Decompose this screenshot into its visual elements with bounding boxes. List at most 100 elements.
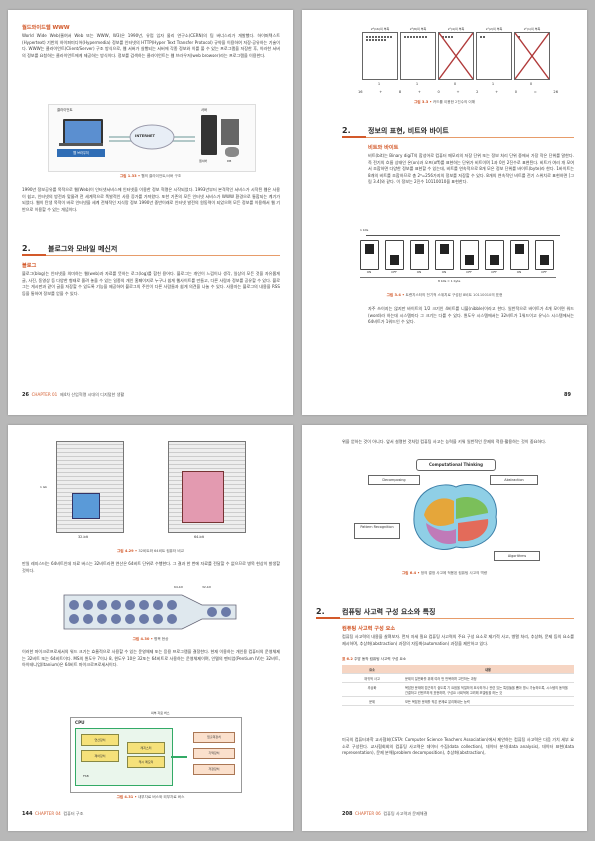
- register-64-box: [182, 471, 224, 523]
- db-label: DB: [227, 159, 232, 163]
- csta-paragraph: 미국의 컴퓨터과학 교사협회(CSTA: Computer Science Te…: [342, 737, 574, 756]
- switch-label: OFF: [391, 270, 397, 274]
- label-32bit: 32-bit: [78, 535, 88, 539]
- table-header-row: 요소 내용: [342, 665, 574, 674]
- byte-switch-figure: 1 bits ON OFF ON ON OFF OFF ON OFF 8 bit…: [358, 228, 568, 288]
- section-title: 컴퓨팅 사고력 구성 요소와 특징: [342, 608, 436, 616]
- section-title: 정보의 표현, 비트와 바이트: [368, 127, 449, 135]
- binary-card-4: 2²(4)의 부족: [438, 27, 474, 80]
- page-144: 1 Gb 32-bit 64-bit 그림 4.29 • 32비트와 64비트 …: [8, 425, 293, 831]
- table-header-cell: 요소: [342, 665, 402, 674]
- www-paragraph: World Wide Web(줄여서 Web 또는 WWW, W3)은 1990…: [22, 33, 280, 58]
- ct-title-box: Computational Thinking: [416, 459, 496, 471]
- switch-label: OFF: [466, 270, 472, 274]
- bit-byte-paragraph: 비트(bit)는 Binary digiT의 합성어로 컴퓨터 메모리의 저장 …: [368, 153, 574, 185]
- switch-label: ON: [416, 270, 422, 274]
- switch-label: ON: [441, 270, 447, 274]
- bit-value: 0: [529, 82, 533, 86]
- figure-caption-3-4: 그림 3.4 • 트랜지스터의 전기적 스위치로 구성된 8비트 1011001…: [386, 293, 503, 297]
- bit-width-figure: 1 Gb 32-bit 64-bit: [40, 441, 256, 545]
- byte-bracket: [360, 277, 556, 278]
- page-26: 월드와이드웹 WWW World Wide Web(줄여서 Web 또는 WWW…: [8, 10, 293, 415]
- switch-on-icon: [410, 240, 429, 270]
- section-rule-accent: [22, 254, 46, 256]
- ct-components-paragraph: 컴퓨팅 사고력의 내용을 살펴보자. 먼저 자세 필요 컴퓨팅 사고력의 주요 …: [342, 634, 574, 646]
- cpu-label: CPU: [75, 720, 85, 725]
- section-number: 2.: [22, 244, 31, 253]
- section-number: 2.: [342, 126, 351, 135]
- bottleneck-paragraph: 만일 레지스터는 64비트인데 자료 버스는 32비트라면 연산은 64비트 단…: [22, 561, 280, 573]
- table-cell: 추상화: [342, 682, 402, 697]
- switch-on-icon: [360, 240, 379, 270]
- bit-value: 1: [415, 82, 419, 86]
- word-size-paragraph: 이러한 마이크로프로세서의 워드 크기는 효율적으로 사용할 수 있는 운영체제…: [22, 649, 280, 668]
- alu-box: 연산장치: [81, 734, 119, 746]
- subheading-blog: 블로그: [22, 263, 37, 269]
- laptop-base: [59, 143, 103, 146]
- page-208: 위을 얻하는 것이 아니다. 앞서 설명한 것처럼 컴퓨팅 사고는 능력을 키워…: [302, 425, 587, 831]
- client-server-figure: 클라이언트 웹 브라우저 INTERNET 서버 DB 웹서버: [48, 104, 256, 172]
- section-rule: [22, 255, 280, 256]
- storage-device-box: 저장장치: [193, 764, 235, 775]
- table-row: 추상화 복잡한 문제에 접근하기 쉽도록 기 요점을 적절하게 묘사하거나 관련…: [342, 682, 574, 697]
- io-device-box: 입출력장치: [193, 732, 235, 743]
- switch-label: ON: [516, 270, 522, 274]
- memory-device-box: 기억장치: [193, 748, 235, 759]
- wire-line: [366, 235, 560, 236]
- client-label: 클라이언트: [57, 108, 73, 112]
- figure-caption-4-30: 그림 4.30 • 병목 현상: [132, 637, 169, 641]
- binary-card-16: 2⁴(16)의 부족: [362, 27, 398, 80]
- bit-value: 0: [453, 82, 457, 86]
- switch-on-icon: [510, 240, 529, 270]
- table-cell: 재귀적 사고: [342, 673, 402, 683]
- binary-card-1: 2⁰(1)의 부족: [514, 27, 550, 80]
- nibble-word-paragraph: 자주 쓰이지는 않지만 바이트의 1/2 크기인 4비트를 니블(nibble)…: [368, 306, 574, 325]
- bottleneck-figure: 64-bit 32-bit: [62, 585, 238, 633]
- ct-components-table: 요소 내용 재귀적 사고 문제의 일반화를 위해 여러 번 반복하며 고민하는 …: [342, 665, 574, 706]
- blog-paragraph: 블로그(blog)는 인터넷을 의미하는 웹(web)과 자료를 뜻하는 로그(…: [22, 271, 280, 296]
- binary-sum-row: 16+8+0+2+0=26: [358, 90, 558, 94]
- page-89: 2⁴(16)의 부족 2³(8)의 부족 2²(4)의 부족 2¹(2)의 부족…: [302, 10, 587, 415]
- figure-caption-3-3: 그림 3.3 • 카드를 이용한 2진수의 이해: [413, 100, 476, 104]
- control-unit-box: 제어장치: [81, 750, 119, 762]
- server-tower-icon: [201, 115, 217, 155]
- internet-label: INTERNET: [135, 134, 155, 138]
- label-32bit-pipe: 32-bit: [202, 585, 211, 589]
- server-label: 서버: [201, 108, 208, 112]
- capacity-label: 1 Gb: [40, 485, 48, 489]
- switch-off-icon: [385, 240, 404, 270]
- binary-card-8: 2³(8)의 부족: [400, 27, 436, 80]
- ct-abstraction: Abstraction: [490, 475, 538, 485]
- section-number: 2.: [316, 607, 325, 616]
- label-64bit-pipe: 64-bit: [174, 585, 183, 589]
- subheading-www: 월드와이드웹 WWW: [22, 25, 70, 31]
- switch-off-icon: [460, 240, 479, 270]
- table-cell: 문제의 일반화를 위해 여러 번 반복하며 고민하는 과정: [402, 673, 574, 683]
- bit-value: 1: [377, 82, 381, 86]
- subheading-ct-components: 컴퓨팅 사고력 구성 요소: [342, 626, 396, 632]
- bottleneck-pipe-icon: [63, 594, 237, 630]
- table-caption: 표 6.2 주방 동작 컴퓨팅 사고력 구성 요소: [342, 657, 407, 661]
- byte-label: 8 bits = 1 byte: [438, 279, 461, 283]
- web-history-paragraph: 1990년 정보공유를 목적으로 웹(Web)이 인터넷서비스에 인터넷을 이용…: [22, 187, 280, 212]
- server-rack-icon: [221, 119, 239, 145]
- database-icon: [225, 147, 239, 157]
- figure-caption-1-33: 그림 1.33 • 웹의 클라이언트/서버 구조: [119, 174, 182, 178]
- intro-paragraph: 위을 얻하는 것이 아니다. 앞서 설명한 것처럼 컴퓨팅 사고는 능력을 키워…: [342, 439, 547, 444]
- section-rule-accent: [316, 617, 340, 619]
- subheading-bit-byte: 비트와 바이트: [368, 145, 399, 151]
- bus-line: [171, 756, 187, 758]
- external-bus-label: 외부 자료 버스: [151, 711, 170, 715]
- fsb-label: FSB: [83, 774, 89, 778]
- label-64bit: 64-bit: [194, 535, 204, 539]
- switch-label: OFF: [541, 270, 547, 274]
- section-rule-accent: [342, 136, 366, 138]
- figure-caption-4-29: 그림 4.29 • 32비트와 64비트 컴퓨터 비교: [116, 549, 185, 553]
- one-bit-label: 1 bits: [360, 228, 369, 232]
- webserver-label: 웹서버: [199, 159, 208, 163]
- bus-figure: CPU 외부 자료 버스 연산장치 제어장치 레지스터 캐시 메모리 FSB 입…: [70, 711, 242, 793]
- browser-label: 웹 브라우저: [57, 149, 105, 157]
- page-footer: 89: [564, 392, 571, 398]
- section-rule: [316, 618, 574, 619]
- table-header-cell: 내용: [402, 665, 574, 674]
